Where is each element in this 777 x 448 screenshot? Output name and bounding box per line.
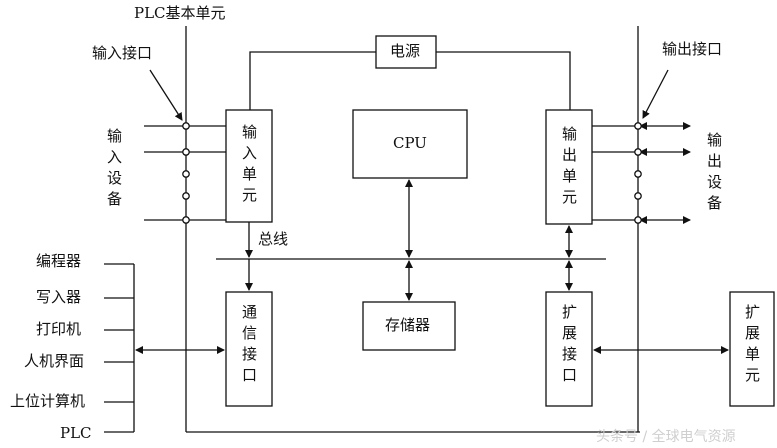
cpu-box (352, 109, 468, 179)
output-interface-pointer (642, 69, 669, 119)
output-unit-box (545, 109, 593, 225)
expansion-interface-box (545, 291, 593, 407)
comm-interface-label: 通信接口 (240, 304, 258, 388)
output-terminal-3 (634, 170, 642, 178)
bus-label: 总线 (258, 230, 289, 248)
power-to-input-line (249, 51, 376, 110)
peripheral-writer: 写入器 (36, 288, 82, 306)
peripheral-hmi: 人机界面 (24, 352, 85, 370)
input-terminal-2 (182, 148, 190, 156)
expansion-interface-label: 扩展接口 (560, 304, 578, 388)
memory-label: 存储器 (385, 316, 431, 334)
input-terminal-5 (182, 216, 190, 224)
input-terminal-3 (182, 170, 190, 178)
input-terminal-1 (182, 122, 190, 130)
peripheral-printer: 打印机 (36, 320, 82, 338)
memory-box (362, 301, 456, 351)
input-devices-label: 输入设备 (105, 128, 123, 212)
output-terminal-5 (634, 216, 642, 224)
plc-basic-unit-label: PLC基本单元 (134, 4, 226, 22)
input-interface-label: 输入接口 (92, 44, 153, 62)
input-unit-label: 输入单元 (240, 124, 258, 208)
power-label: 电源 (390, 42, 421, 60)
power-box (375, 35, 437, 69)
input-terminal-4 (182, 192, 190, 200)
watermark: 头条号 / 全球电气资源 (596, 429, 736, 445)
output-terminal-2 (634, 148, 642, 156)
cpu-label: CPU (393, 134, 427, 152)
input-unit-box (225, 109, 273, 223)
output-unit-label: 输出单元 (560, 126, 578, 210)
comm-interface-box (225, 291, 273, 407)
output-interface-label: 输出接口 (662, 40, 723, 58)
expansion-unit-label: 扩展单元 (743, 304, 761, 388)
input-interface-pointer (149, 69, 183, 121)
peripheral-plc: PLC (60, 424, 92, 442)
output-terminal-1 (634, 122, 642, 130)
peripheral-host-computer: 上位计算机 (10, 392, 86, 410)
peripheral-programmer: 编程器 (36, 252, 82, 270)
output-terminal-4 (634, 192, 642, 200)
expansion-unit-box (729, 291, 775, 407)
power-to-output-line (436, 51, 571, 110)
output-devices-label: 输出设备 (705, 132, 723, 216)
